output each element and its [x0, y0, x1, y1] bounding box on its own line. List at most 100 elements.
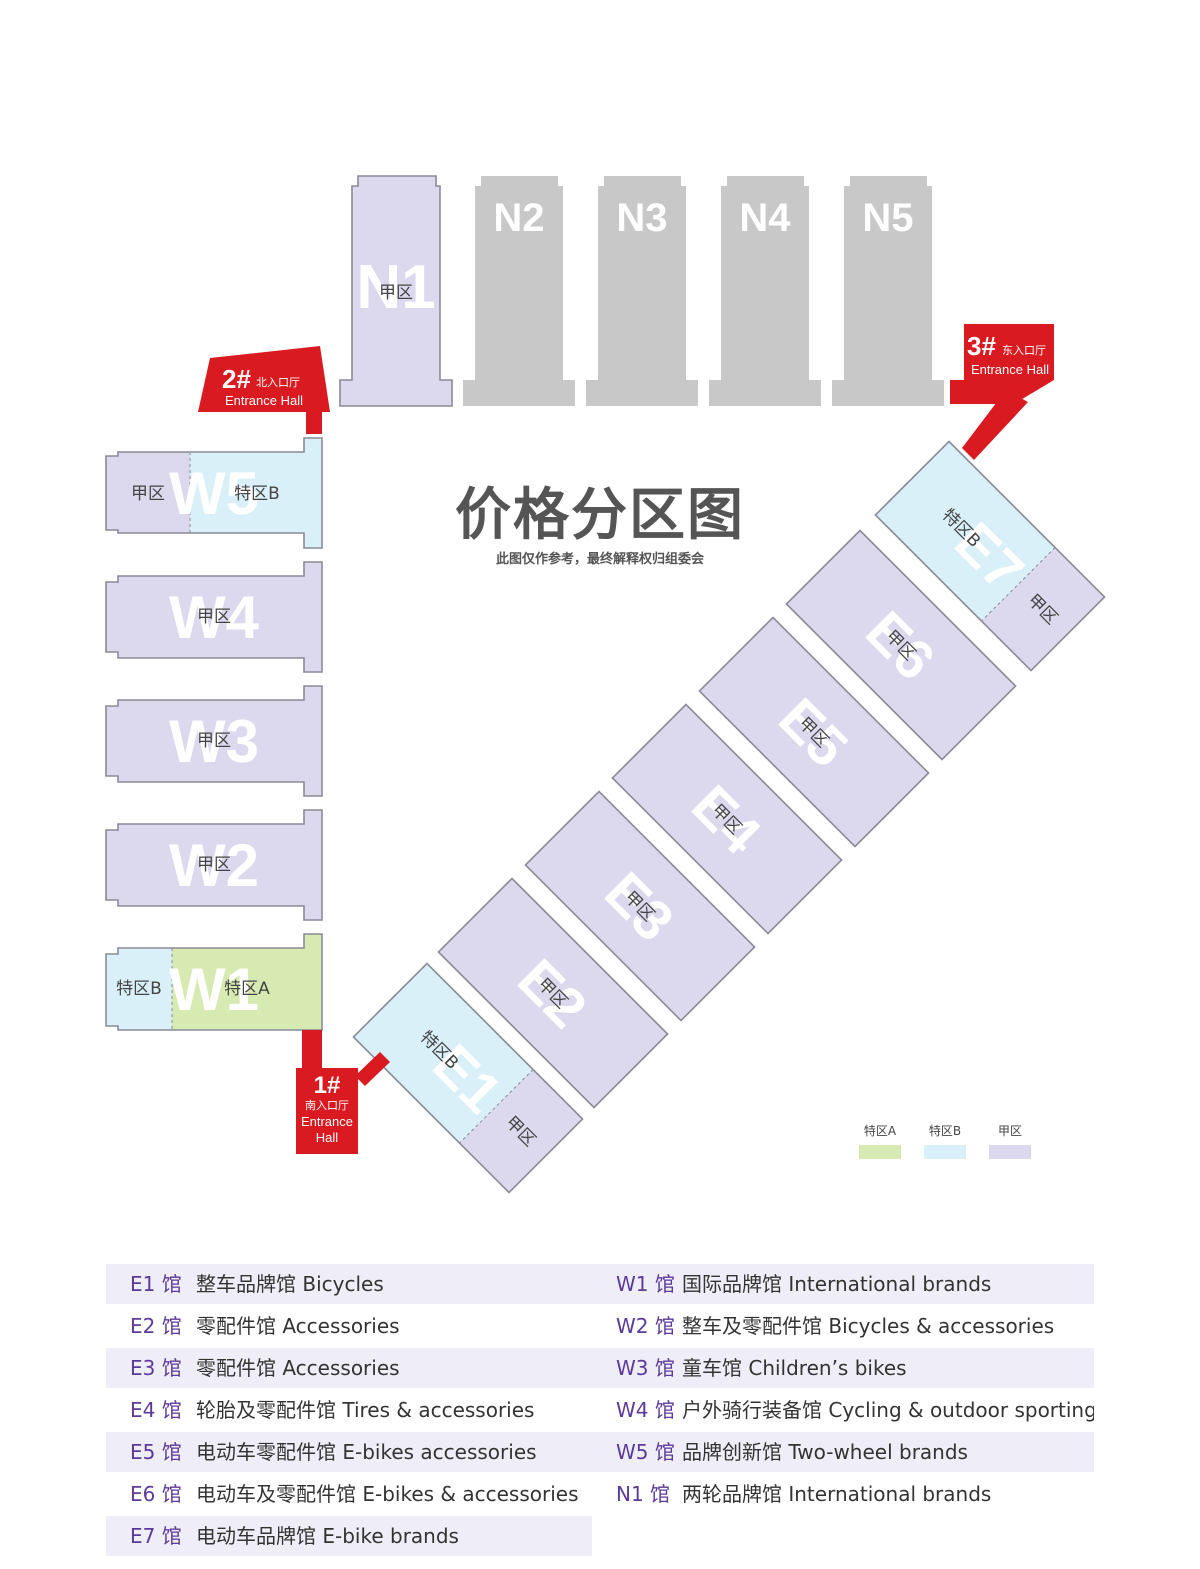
legend-swatch — [859, 1145, 901, 1159]
entrance-hall-1[interactable]: 1# 南入口厅 Entrance Hall — [296, 1030, 390, 1154]
page-subtitle: 此图仅作参考，最终解释权归组委会 — [495, 552, 704, 567]
hall-desc: 国际品牌馆 International brands — [682, 1272, 992, 1296]
hall-entry[interactable]: E1 馆整车品牌馆 Bicycles — [106, 1264, 592, 1304]
hall-code: E1 馆 — [130, 1272, 182, 1296]
hall-e5[interactable]: E5 甲区 — [698, 616, 930, 848]
hall-w1-zone-special-a: 特区A — [224, 979, 270, 999]
hall-n4-label: N4 — [739, 196, 791, 240]
entrance-3-number: 3# — [967, 331, 996, 361]
hall-w4-zone-jia: 甲区 — [197, 607, 231, 627]
hall-entry[interactable]: E4 馆轮胎及零配件馆 Tires & accessories — [106, 1390, 592, 1430]
hall-e1[interactable]: E1 特区B 甲区 — [352, 962, 584, 1194]
hall-n3-label: N3 — [616, 196, 667, 240]
hall-n5[interactable]: N5 — [832, 176, 944, 406]
hall-w4[interactable]: W4 甲区 — [105, 561, 323, 673]
table-row: E1 馆整车品牌馆 Bicycles W1 馆国际品牌馆 Internation… — [106, 1264, 1094, 1306]
hall-w5[interactable]: W5 甲区 特区B — [105, 437, 323, 549]
hall-desc: 两轮品牌馆 International brands — [682, 1482, 992, 1506]
table-row: E3 馆零配件馆 Accessories W3 馆童车馆 Children’s … — [106, 1348, 1094, 1390]
entrance-3-en: Entrance Hall — [971, 362, 1049, 377]
table-row: E4 馆轮胎及零配件馆 Tires & accessories W4 馆户外骑行… — [106, 1390, 1094, 1432]
hall-code: W5 馆 — [616, 1440, 675, 1464]
hall-w1[interactable]: W1 特区B 特区A — [105, 933, 323, 1031]
hall-e4[interactable]: E4 甲区 — [611, 703, 843, 935]
hall-e2[interactable]: E2 甲区 — [437, 877, 669, 1109]
hall-code: E5 馆 — [130, 1440, 182, 1464]
hall-w2-label: W2 — [169, 832, 259, 899]
legend-swatch — [989, 1145, 1031, 1159]
entrance-2-number: 2# — [222, 364, 251, 394]
entrance-2-name: 北入口厅 — [256, 376, 300, 389]
hall-n3[interactable]: N3 — [586, 176, 698, 406]
table-row: E2 馆零配件馆 Accessories W2 馆整车及零配件馆 Bicycle… — [106, 1306, 1094, 1348]
hall-e3[interactable]: E3 甲区 — [524, 790, 756, 1022]
hall-n2-label: N2 — [493, 196, 544, 240]
entrance-1-number: 1# — [314, 1072, 341, 1099]
table-row: E6 馆电动车及零配件馆 E-bikes & accessories N1 馆两… — [106, 1474, 1094, 1516]
hall-desc: 零配件馆 Accessories — [196, 1356, 400, 1380]
hall-w3-zone-jia: 甲区 — [197, 731, 231, 751]
legend-item-jia: 甲区 — [980, 1122, 1040, 1159]
hall-desc: 品牌创新馆 Two-wheel brands — [682, 1440, 968, 1464]
hall-w5-label: W5 — [169, 460, 259, 527]
hall-e6[interactable]: E6 甲区 — [785, 529, 1017, 761]
hall-w1-zone-special-b: 特区B — [116, 979, 162, 999]
hall-n1-label: N1 — [356, 253, 435, 322]
hall-desc: 整车及零配件馆 Bicycles & accessories — [682, 1314, 1055, 1338]
hall-w4-label: W4 — [169, 584, 260, 651]
hall-code: N1 馆 — [616, 1482, 671, 1506]
legend-label: 特区B — [928, 1124, 962, 1138]
hall-entry[interactable]: E3 馆零配件馆 Accessories — [106, 1348, 592, 1388]
hall-entry[interactable]: W1 馆国际品牌馆 International brands — [592, 1264, 1094, 1304]
entrance-hall-2[interactable]: 2# 北入口厅 Entrance Hall — [198, 346, 330, 434]
hall-code: W3 馆 — [616, 1356, 675, 1380]
hall-n1[interactable]: N1 甲区 — [339, 175, 453, 407]
hall-entry[interactable]: W3 馆童车馆 Children’s bikes — [592, 1348, 1094, 1388]
hall-entry[interactable]: E2 馆零配件馆 Accessories — [106, 1306, 592, 1346]
hall-w5-zone-jia: 甲区 — [131, 484, 165, 504]
hall-entry[interactable]: W4 馆户外骑行装备馆 Cycling & outdoor sporting — [592, 1390, 1094, 1430]
entrance-1-name: 南入口厅 — [305, 1099, 349, 1112]
hall-w1-label: W1 — [169, 956, 259, 1023]
table-row: E5 馆电动车零配件馆 E-bikes accessories W5 馆品牌创新… — [106, 1432, 1094, 1474]
hall-desc: 童车馆 Children’s bikes — [682, 1356, 907, 1380]
hall-w2-zone-jia: 甲区 — [197, 855, 231, 875]
legend-swatch — [924, 1145, 966, 1159]
hall-entry[interactable]: E7 馆电动车品牌馆 E-bike brands — [106, 1516, 592, 1556]
hall-entry[interactable]: N1 馆两轮品牌馆 International brands — [592, 1474, 1094, 1514]
hall-desc: 电动车品牌馆 E-bike brands — [196, 1524, 459, 1548]
hall-desc: 轮胎及零配件馆 Tires & accessories — [196, 1398, 535, 1422]
hall-entry[interactable]: W2 馆整车及零配件馆 Bicycles & accessories — [592, 1306, 1094, 1346]
hall-e7[interactable]: E7 特区B 甲区 — [874, 440, 1106, 672]
table-row: E7 馆电动车品牌馆 E-bike brands — [106, 1516, 1094, 1558]
hall-w2[interactable]: W2 甲区 — [105, 809, 323, 921]
hall-entry[interactable]: E5 馆电动车零配件馆 E-bikes accessories — [106, 1432, 592, 1472]
hall-n2[interactable]: N2 — [463, 176, 575, 406]
entrance-hall-3[interactable]: 3# 东入口厅 Entrance Hall — [950, 324, 1054, 460]
venue-map: N1 甲区 N2 N3 N4 N5 W5 甲区 特区B W4 甲区 W3 甲区 — [105, 175, 1106, 1194]
hall-code: W4 馆 — [616, 1398, 675, 1422]
hall-desc: 户外骑行装备馆 Cycling & outdoor sporting — [682, 1398, 1094, 1422]
legend-item-special-a: 特区A — [850, 1122, 910, 1159]
hall-n1-zone-label: 甲区 — [379, 283, 413, 303]
hall-w3-label: W3 — [169, 708, 259, 775]
page-title: 价格分区图 — [455, 483, 745, 548]
hall-code: E6 馆 — [130, 1482, 182, 1506]
hall-desc: 零配件馆 Accessories — [196, 1314, 400, 1338]
hall-entry[interactable]: E6 馆电动车及零配件馆 E-bikes & accessories — [106, 1474, 592, 1514]
hall-code: W1 馆 — [616, 1272, 675, 1296]
hall-entry[interactable]: W5 馆品牌创新馆 Two-wheel brands — [592, 1432, 1094, 1472]
legend: 特区A 特区B 甲区 — [850, 1122, 1050, 1162]
legend-label: 甲区 — [997, 1124, 1022, 1138]
hall-code: W2 馆 — [616, 1314, 675, 1338]
hall-w5-zone-special-b: 特区B — [234, 484, 280, 504]
hall-desc: 电动车及零配件馆 E-bikes & accessories — [196, 1482, 579, 1506]
entrance-1-en1: Entrance — [301, 1114, 353, 1129]
hall-w3[interactable]: W3 甲区 — [105, 685, 323, 797]
hall-desc: 整车品牌馆 Bicycles — [196, 1272, 384, 1296]
hall-table: E1 馆整车品牌馆 Bicycles W1 馆国际品牌馆 Internation… — [106, 1264, 1094, 1558]
entrance-1-en2: Hall — [316, 1130, 339, 1145]
hall-n5-label: N5 — [862, 196, 913, 240]
hall-n4[interactable]: N4 — [709, 176, 821, 406]
entrance-2-en: Entrance Hall — [225, 393, 303, 408]
